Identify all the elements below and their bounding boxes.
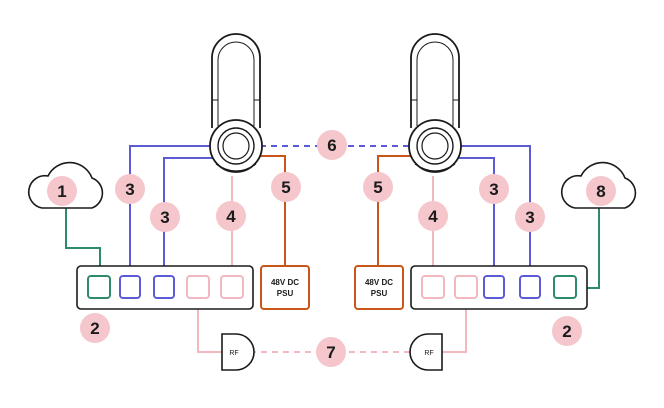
svg-text:3: 3 bbox=[525, 208, 534, 227]
svg-text:2: 2 bbox=[562, 322, 571, 341]
switch-right-port-blue-2 bbox=[519, 275, 541, 299]
badge-4-left: 4 bbox=[216, 201, 246, 231]
psu-right-label-line1: 48V DC bbox=[365, 278, 393, 287]
rf-left-radio: RF bbox=[221, 333, 255, 371]
badge-7: 7 bbox=[316, 337, 346, 367]
switch-right-port-pink-2 bbox=[454, 275, 478, 299]
badge-8: 8 bbox=[586, 176, 616, 206]
svg-text:4: 4 bbox=[226, 207, 236, 226]
cloud-left-uplink bbox=[65, 208, 101, 276]
svg-text:3: 3 bbox=[489, 180, 498, 199]
robot-right-blue-link-inner bbox=[455, 157, 495, 276]
badge-3-left-inner: 3 bbox=[150, 202, 180, 232]
rf-left-label: RF bbox=[229, 350, 238, 357]
switch-left-port-blue-1 bbox=[119, 275, 141, 299]
switch-right-port-pink-1 bbox=[421, 275, 445, 299]
badge-3-right-inner: 3 bbox=[479, 174, 509, 204]
robot-right-power-link bbox=[377, 155, 414, 266]
switch-right bbox=[410, 265, 588, 310]
switch-left-port-pink-2 bbox=[220, 275, 244, 299]
rf-right-link bbox=[442, 298, 467, 353]
robot-right-blue-link-outer bbox=[457, 145, 531, 276]
switch-left-port-blue-2 bbox=[153, 275, 175, 299]
svg-text:7: 7 bbox=[326, 343, 335, 362]
rf-right-radio: RF bbox=[409, 333, 443, 371]
svg-text:1: 1 bbox=[57, 182, 66, 201]
badge-3-right-outer: 3 bbox=[515, 202, 545, 232]
psu-left-label-line1: 48V DC bbox=[271, 278, 299, 287]
robot-left-blue-link-inner bbox=[163, 157, 214, 276]
psu-left: 48V DC PSU bbox=[260, 265, 310, 310]
rf-right-label: RF bbox=[424, 350, 433, 357]
svg-text:3: 3 bbox=[125, 180, 134, 199]
badge-5-left: 5 bbox=[271, 172, 301, 202]
robot-left-blue-link-outer bbox=[129, 145, 212, 276]
svg-text:5: 5 bbox=[373, 178, 382, 197]
badge-3-left-outer: 3 bbox=[115, 174, 145, 204]
psu-left-label-line2: PSU bbox=[277, 289, 294, 298]
switch-left bbox=[76, 265, 254, 310]
robot-arm-right-icon bbox=[408, 33, 462, 173]
robot-arm-left-icon bbox=[209, 33, 263, 173]
robot-left-power-link bbox=[255, 155, 286, 266]
badge-1: 1 bbox=[47, 176, 77, 206]
badge-2-right: 2 bbox=[552, 316, 582, 346]
psu-right-label-line2: PSU bbox=[371, 289, 388, 298]
switch-right-port-uplink bbox=[553, 275, 577, 299]
svg-text:8: 8 bbox=[596, 182, 605, 201]
switch-right-port-blue-1 bbox=[483, 275, 505, 299]
badge-4-right: 4 bbox=[418, 201, 448, 231]
switch-left-port-pink-1 bbox=[186, 275, 210, 299]
psu-right: 48V DC PSU bbox=[354, 265, 404, 310]
svg-text:3: 3 bbox=[160, 208, 169, 227]
svg-text:5: 5 bbox=[281, 178, 290, 197]
svg-text:2: 2 bbox=[90, 319, 99, 338]
switch-left-port-uplink bbox=[87, 275, 111, 299]
svg-text:6: 6 bbox=[327, 136, 336, 155]
svg-text:4: 4 bbox=[428, 207, 438, 226]
badge-2-left: 2 bbox=[80, 313, 110, 343]
rf-left-link bbox=[197, 298, 222, 353]
badge-5-right: 5 bbox=[363, 172, 393, 202]
badge-6: 6 bbox=[317, 130, 347, 160]
